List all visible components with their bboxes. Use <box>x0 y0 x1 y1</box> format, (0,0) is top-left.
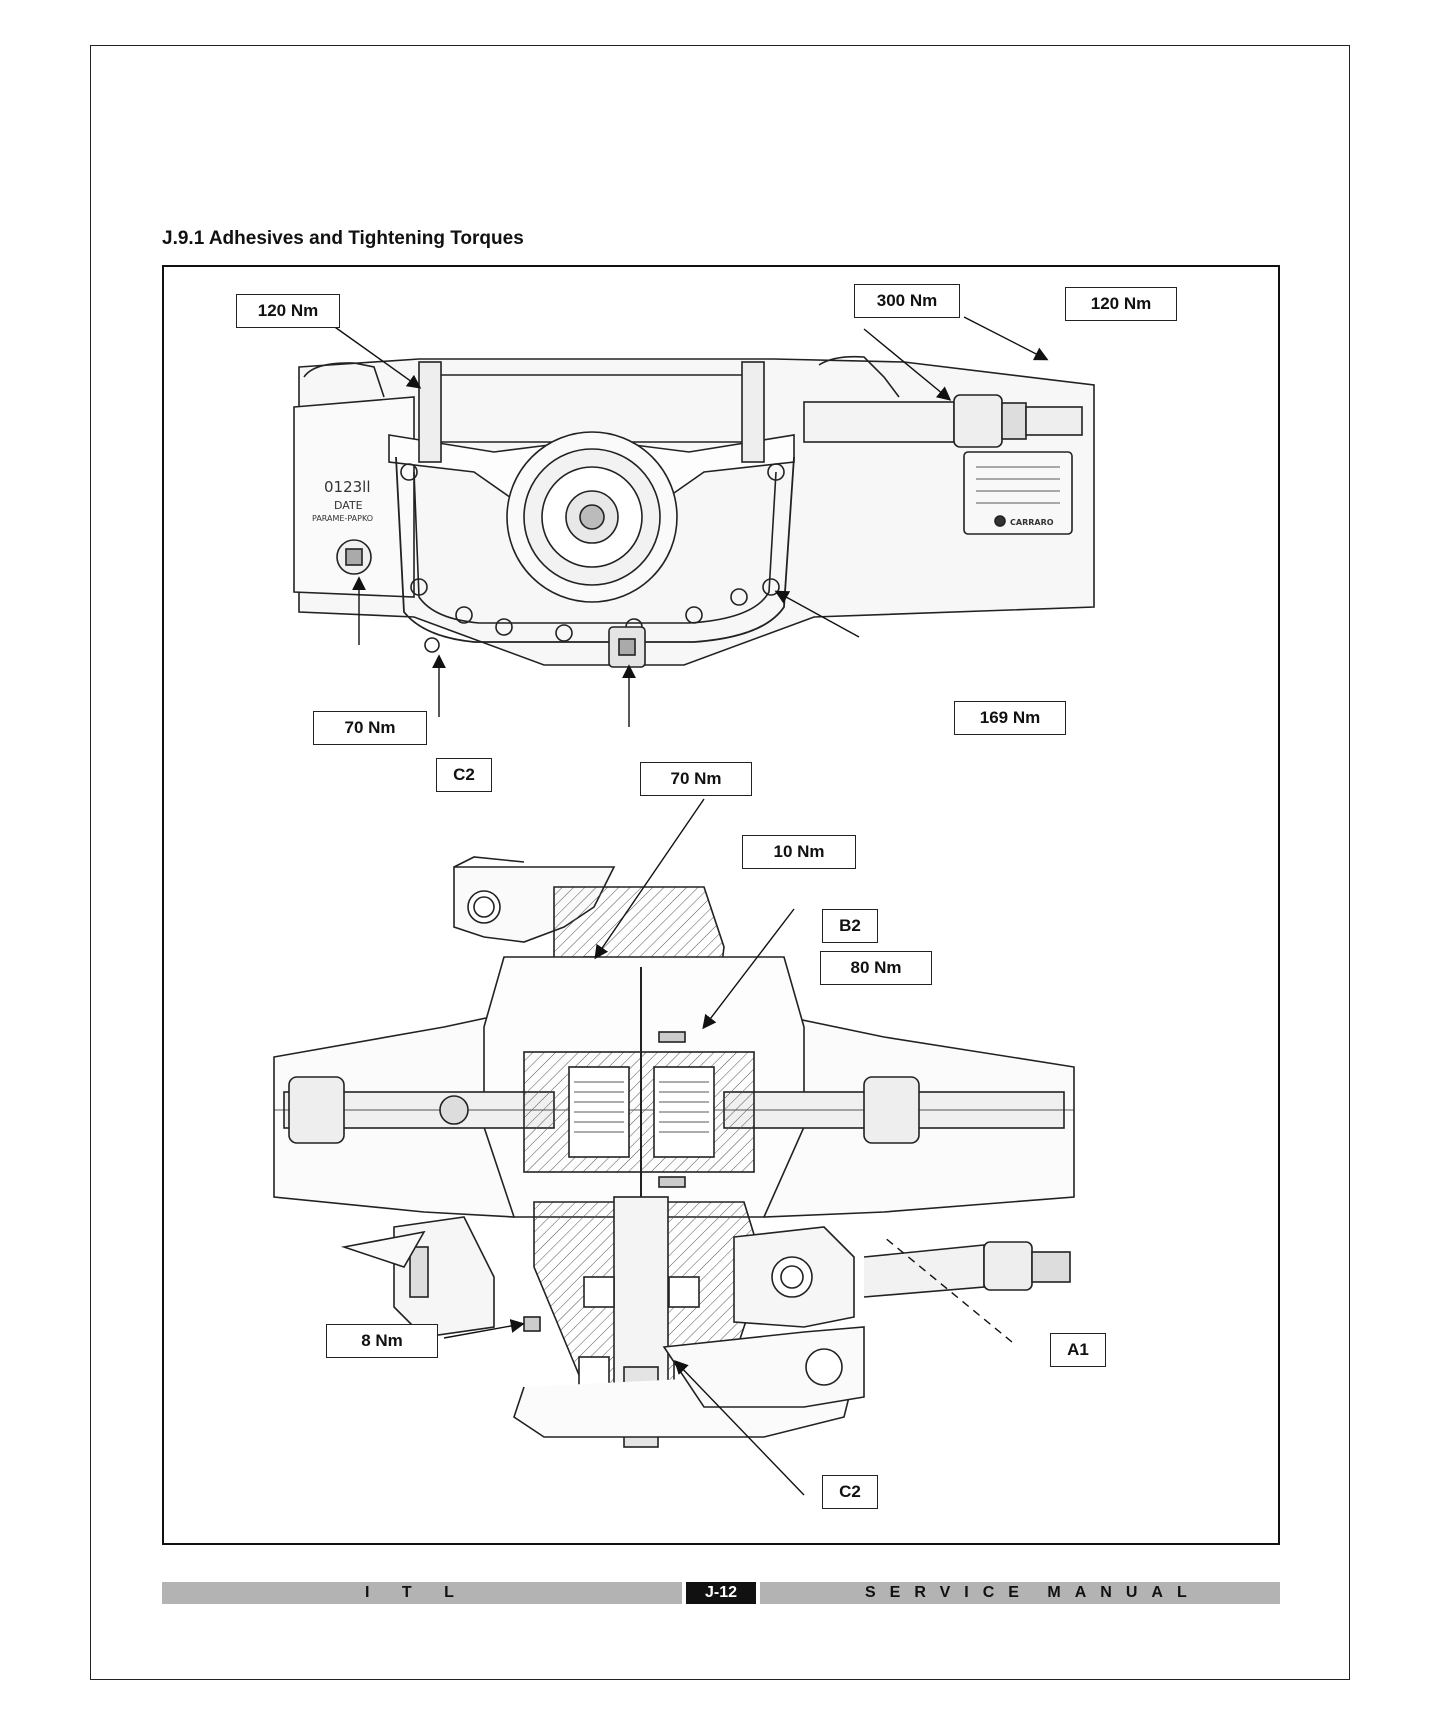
callout-c2-upper: C2 <box>436 758 492 792</box>
callout-10nm: 10 Nm <box>742 835 856 869</box>
callout-70nm-left: 70 Nm <box>313 711 427 745</box>
page-number: J-12 <box>686 1582 756 1604</box>
section-title: J.9.1 Adhesives and Tightening Torques <box>162 228 524 250</box>
footer-left-text: I T L <box>365 1582 468 1604</box>
callout-120nm-right: 120 Nm <box>1065 287 1177 321</box>
callout-c2-lower: C2 <box>822 1475 878 1509</box>
callout-70nm-center: 70 Nm <box>640 762 752 796</box>
callout-a1: A1 <box>1050 1333 1106 1367</box>
callout-80nm: 80 Nm <box>820 951 932 985</box>
upper-axle-view <box>294 317 1094 727</box>
callout-b2: B2 <box>822 909 878 943</box>
callout-120nm-left: 120 Nm <box>236 294 340 328</box>
footer-right-text: SERVICE MANUAL <box>865 1582 1201 1604</box>
torque-figure: 0123ll DATE PARAME-PAPKO CARRARO <box>162 265 1280 1545</box>
plate-text-line-2: DATE <box>334 499 363 512</box>
callout-300nm: 300 Nm <box>854 284 960 318</box>
badge-text: CARRARO <box>1010 518 1054 527</box>
callout-169nm: 169 Nm <box>954 701 1066 735</box>
plate-text-line-3: PARAME-PAPKO <box>312 514 373 523</box>
lower-section-view <box>274 799 1074 1495</box>
callout-8nm: 8 Nm <box>326 1324 438 1358</box>
plate-text-line-1: 0123ll <box>324 478 371 496</box>
